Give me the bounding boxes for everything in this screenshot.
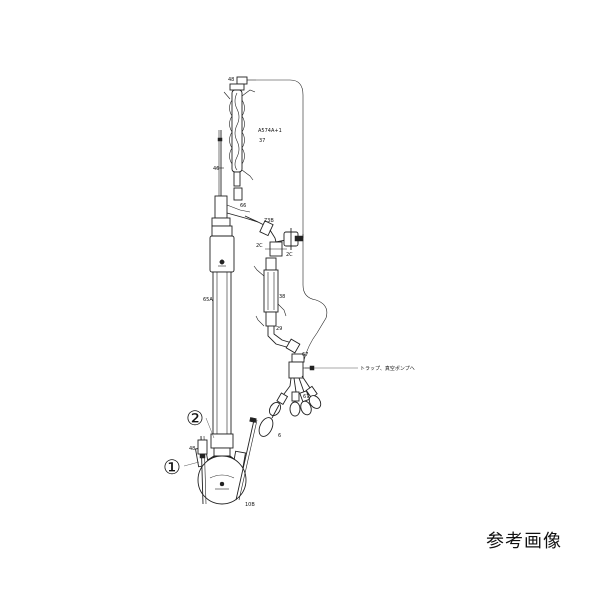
label-29: 29: [276, 326, 282, 332]
label-67-a: 67: [302, 352, 308, 358]
cow-receiver-67: [268, 353, 322, 417]
label-48-bottom: 48: [189, 446, 195, 452]
label-38: 38: [279, 294, 285, 300]
label-48-top: 48: [228, 77, 234, 83]
marker-2: ②: [186, 406, 204, 430]
marker-1-leader: [183, 461, 200, 467]
label-37: 37: [259, 138, 265, 144]
top-condenser-37: [223, 76, 256, 187]
label-trap-vacuum: トラップ、真空ポンプへ: [360, 365, 415, 372]
column-65A: [209, 225, 235, 449]
label-a574: A574A+1: [258, 128, 282, 134]
condenser-38: [253, 257, 287, 327]
adapter-29: [255, 315, 301, 354]
marker-1: ①: [163, 455, 181, 479]
side-arm-73B: [244, 215, 287, 257]
label-2c-left: 2C: [256, 243, 263, 249]
label-65a: 65A: [203, 297, 213, 303]
label-2c-right: 2C: [286, 252, 293, 258]
label-6: 6: [278, 433, 281, 439]
reference-image-label: 参考画像: [486, 531, 562, 552]
capillary-tube-1: [197, 435, 208, 505]
vacuum-tube-line: [256, 79, 328, 361]
receiving-flask-6: [258, 404, 280, 437]
label-73b: 73B: [264, 218, 274, 224]
flask-thermometer: [235, 417, 258, 501]
label-66: 66: [240, 203, 246, 209]
stopcock-2C: [275, 228, 304, 250]
label-10b: 10B: [245, 502, 255, 508]
marker-2-leader: [205, 417, 215, 439]
label-67-b: 67: [303, 394, 309, 400]
label-46: 46: [213, 166, 219, 172]
